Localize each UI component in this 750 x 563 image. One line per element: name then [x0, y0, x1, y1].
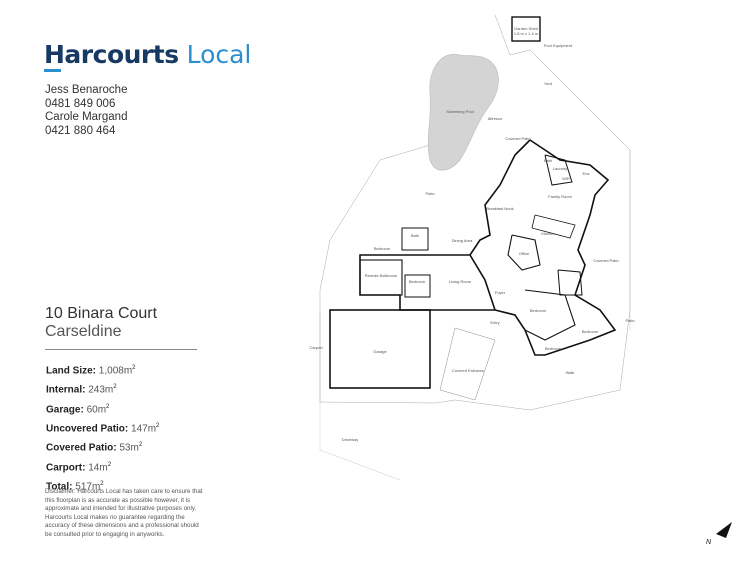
stat-row: Land Size: 1,008m2 — [46, 360, 159, 379]
stat-value: 14m — [88, 461, 108, 473]
stat-unit-sup: 2 — [100, 480, 104, 487]
stat-label: Covered Patio: — [46, 442, 117, 454]
room-label: Kitchen — [541, 231, 554, 236]
room-label: Driveway — [342, 437, 358, 442]
bath-room — [401, 227, 429, 251]
stat-label: Uncovered Patio: — [46, 423, 129, 435]
swimming-pool — [427, 53, 499, 171]
room-label: Bedroom — [530, 308, 547, 313]
room-label: Remote Bathroom — [365, 273, 398, 278]
room-label: Entry — [490, 320, 499, 325]
room-label: Bedroom — [409, 279, 426, 284]
room-label: Dining Area — [452, 238, 473, 243]
address-suburb: Carseldine — [45, 323, 122, 340]
room-label: Covered Entrance — [452, 368, 485, 373]
room-label: Foyer — [495, 290, 506, 295]
stat-row: Covered Patio: 53m2 — [46, 437, 159, 456]
house-wall — [359, 139, 617, 356]
laundry-wall — [544, 154, 573, 186]
room-label: WIR — [562, 176, 570, 181]
stat-unit-sup: 2 — [113, 384, 117, 391]
room-label: Bath — [544, 158, 552, 163]
property-stats: Land Size: 1,008m2 Internal: 243m2 Garag… — [46, 360, 159, 495]
room-label: Living Room — [449, 279, 472, 284]
stat-unit-sup: 2 — [106, 403, 110, 410]
stat-label: Internal: — [46, 384, 86, 396]
wir-room — [404, 274, 431, 298]
room-label: Covered Patio — [593, 258, 619, 263]
stat-unit-sup: 2 — [107, 461, 112, 468]
room-label: Pool Equipment — [544, 43, 573, 48]
room-label: Carport — [309, 345, 323, 350]
room-label: Garage — [373, 349, 387, 354]
stat-row: Carport: 14m2 — [46, 457, 159, 476]
stat-row: Total: 517m2 — [46, 476, 159, 495]
boundary-line — [319, 310, 401, 480]
property-address: 10 Binara Court Carseldine — [45, 305, 157, 341]
stat-value: 60m — [86, 403, 107, 415]
house-wall — [469, 139, 531, 256]
room-label: Bedroom — [582, 329, 599, 334]
stat-row: Uncovered Patio: 147m2 — [46, 418, 159, 437]
garden-shed — [511, 16, 541, 42]
room-label: Walk — [566, 370, 575, 375]
stat-label: Garage: — [46, 403, 84, 415]
room-label: Laundry — [553, 166, 567, 171]
stat-value: 53m — [119, 442, 139, 454]
stat-value: 517m — [75, 481, 101, 493]
address-street: 10 Binara Court — [45, 305, 158, 322]
bedroom-wall — [524, 289, 576, 341]
room-label: Patio — [625, 318, 635, 323]
office-wall — [507, 234, 541, 271]
covered-entrance — [439, 327, 496, 401]
disclaimer-text: Disclaimer: Harcourts Local has taken ca… — [45, 488, 203, 538]
room-label: Swimming Pool — [446, 109, 474, 114]
stat-label: Land Size: — [46, 365, 97, 377]
room-label: Bath — [411, 233, 419, 238]
room-label: Ens — [583, 171, 590, 176]
stat-unit-sup: 2 — [132, 365, 136, 371]
logo-underline — [44, 69, 61, 72]
lot-boundary — [319, 14, 631, 411]
room-label: Bedroom — [374, 246, 391, 251]
agent-name: Jess Benaroche — [45, 84, 128, 96]
garage — [329, 309, 431, 389]
stat-row: Internal: 243m2 — [46, 379, 159, 398]
room-label: Bedroom — [545, 346, 562, 351]
stat-value: 243m — [88, 384, 114, 396]
stat-value: 1,008m — [98, 365, 133, 377]
room-label: Breakfast Nook — [486, 206, 513, 211]
room-label: Covered Patio — [505, 136, 531, 141]
room-label: Yard — [544, 81, 552, 86]
floorplan: Garden Shed 1.8 m x 1.4 m Pool Equipment… — [309, 14, 635, 480]
room-label: Family Room — [548, 194, 572, 199]
compass-label: N — [706, 539, 712, 546]
room-label: Office — [519, 251, 530, 256]
agent-name: Carole Margand — [45, 111, 128, 123]
kitchen-island — [531, 214, 576, 239]
brand-name: Harcourts — [44, 40, 179, 69]
stat-row: Garage: 60m2 — [46, 399, 159, 418]
room-label: Patio — [425, 191, 435, 196]
brand-suffix: Local — [186, 40, 252, 69]
remote-bathroom — [359, 259, 403, 296]
north-compass-icon: N — [706, 522, 732, 546]
stat-unit-sup: 2 — [156, 422, 160, 429]
room-label: Alfresco — [488, 116, 503, 121]
brand-logo: Harcourts Local — [44, 40, 251, 69]
divider — [45, 349, 197, 350]
room-dims: 1.8 m x 1.4 m — [514, 31, 539, 36]
agent-phone[interactable]: 0421 880 464 — [45, 124, 116, 137]
agent-contacts: Jess Benaroche 0481 849 006 Carole Marga… — [45, 84, 127, 138]
agent-phone[interactable]: 0481 849 006 — [45, 97, 116, 110]
stat-label: Total: — [46, 481, 73, 493]
stat-value: 147m — [131, 423, 157, 435]
room-label: Garden Shed — [514, 26, 538, 31]
stat-label: Carport: — [46, 461, 86, 473]
ensuite-wall — [557, 269, 583, 296]
stat-unit-sup: 2 — [138, 442, 143, 449]
